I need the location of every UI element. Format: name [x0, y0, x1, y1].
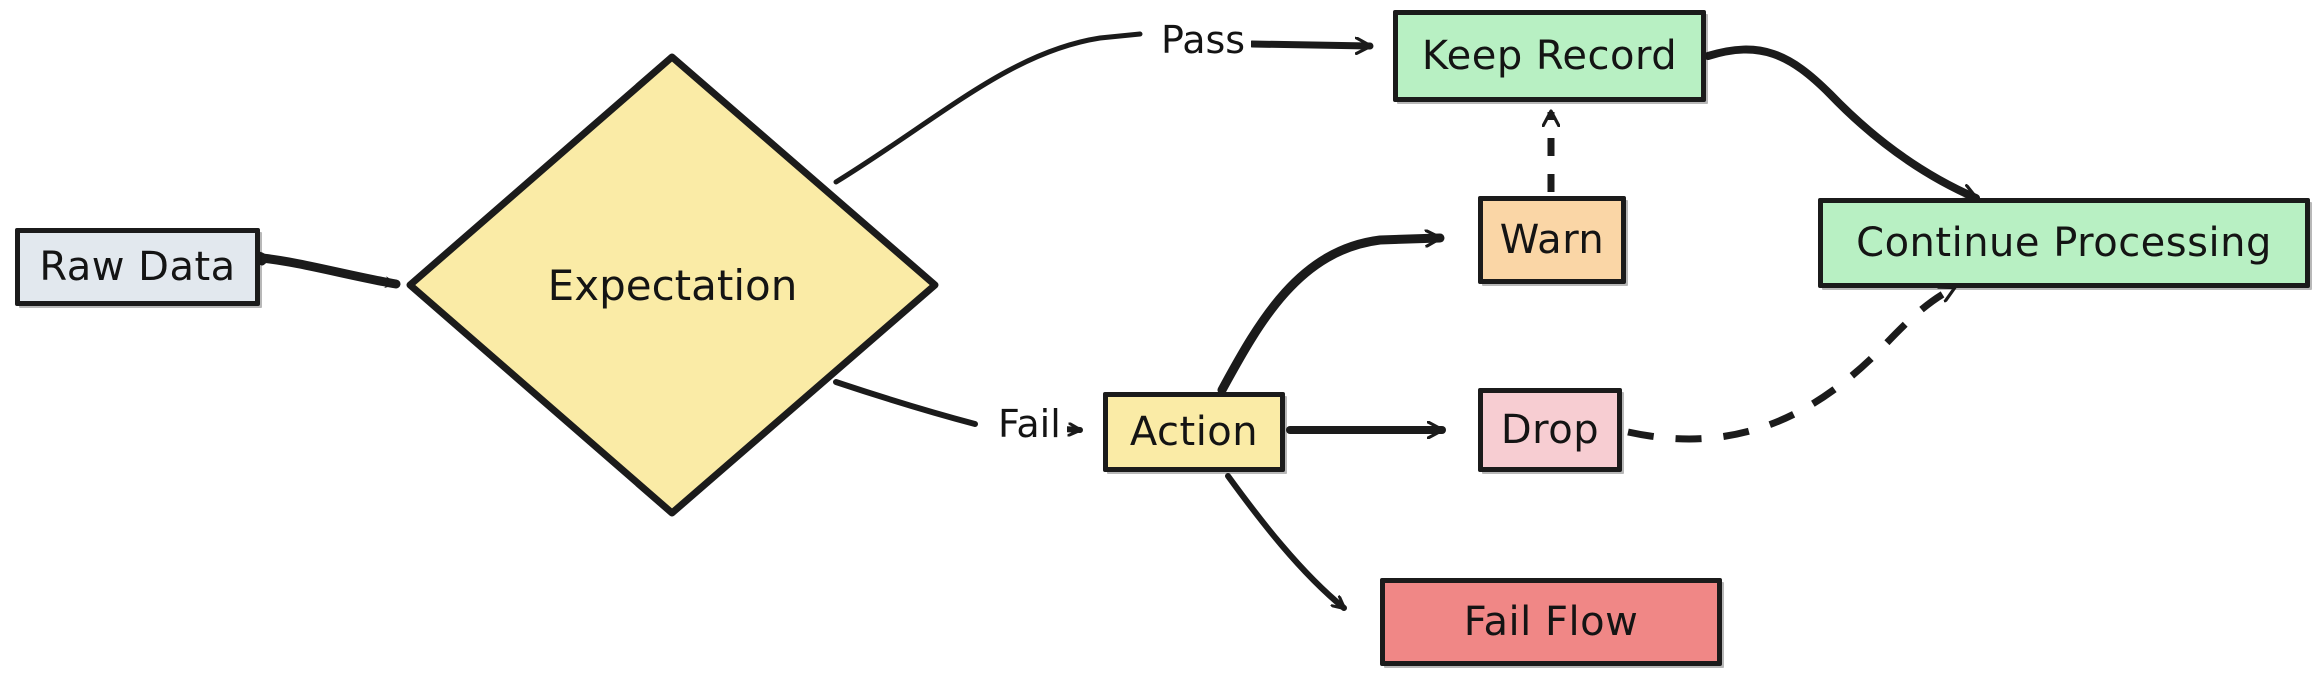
node-expectation-label: Expectation	[547, 260, 798, 310]
node-drop[interactable]: Drop	[1478, 388, 1622, 472]
node-fail-flow[interactable]: Fail Flow	[1380, 578, 1722, 666]
edge-label-fail: Fail	[992, 402, 1067, 446]
edge-drop-to-continue-processing	[1627, 284, 1954, 443]
node-fail-flow-label: Fail Flow	[1463, 599, 1639, 645]
node-expectation[interactable]: Expectation	[405, 52, 940, 518]
node-warn[interactable]: Warn	[1478, 196, 1626, 284]
edge-keep-record-to-continue-processing	[1704, 45, 1980, 202]
node-drop-label: Drop	[1500, 407, 1600, 453]
node-action-label: Action	[1129, 409, 1259, 455]
edge-expectation-to-keep-record	[833, 31, 1374, 185]
node-raw-data[interactable]: Raw Data	[15, 228, 260, 306]
edge-action-to-warn	[1217, 238, 1445, 395]
node-action[interactable]: Action	[1103, 392, 1285, 472]
edge-raw-data-to-expectation	[234, 250, 401, 289]
node-warn-label: Warn	[1499, 217, 1605, 263]
node-keep-record[interactable]: Keep Record	[1393, 10, 1706, 102]
node-continue-processing-label: Continue Processing	[1856, 220, 2272, 266]
edge-label-pass: Pass	[1155, 18, 1252, 62]
node-raw-data-label: Raw Data	[39, 244, 236, 290]
diamond-shape	[406, 53, 939, 517]
node-keep-record-label: Keep Record	[1421, 33, 1678, 79]
edge-action-to-fail-flow	[1225, 473, 1347, 611]
node-continue-processing[interactable]: Continue Processing	[1818, 198, 2310, 288]
